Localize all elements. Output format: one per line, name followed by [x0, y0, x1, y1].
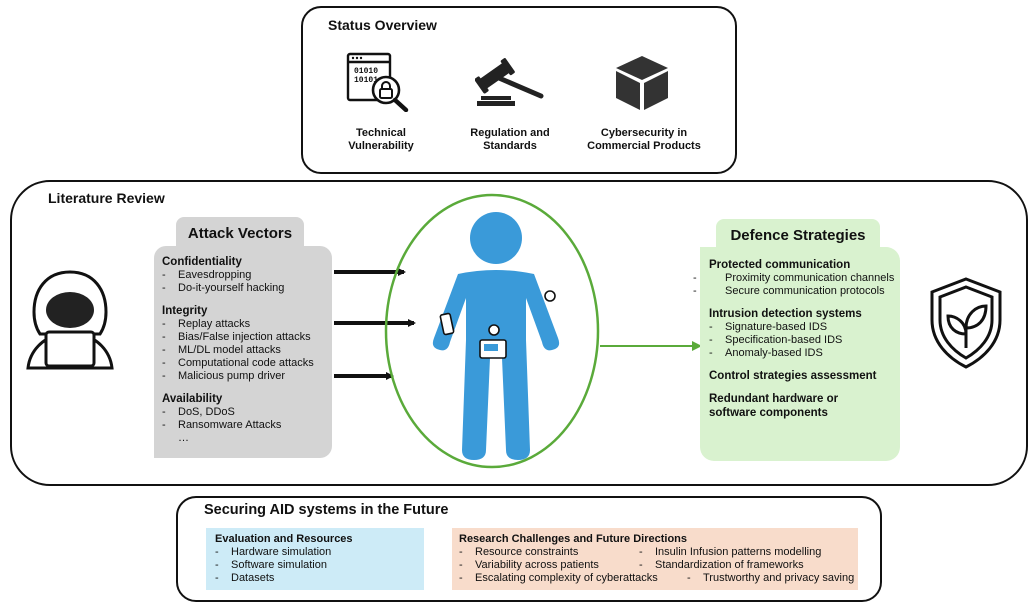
glucose-sensor-icon	[544, 290, 556, 302]
literature-review-title: Literature Review	[48, 190, 165, 206]
insulin-pump-icon	[479, 324, 507, 359]
attack-vectors-content: Confidentiality Eavesdropping Do-it-your…	[162, 255, 332, 445]
protected-communication-heading: Protected communication	[709, 259, 851, 271]
list-item: Software simulation	[215, 559, 425, 572]
list-item: Proximity communication channels	[709, 272, 899, 285]
research-content: Research Challenges and Future Direction…	[459, 532, 859, 584]
defence-strategies-title: Defence Strategies	[730, 227, 866, 244]
list-item: Anomaly-based IDS	[709, 347, 899, 360]
phone-icon	[439, 312, 455, 336]
redundant-components-heading: Redundant hardware or software component…	[709, 393, 839, 419]
research-col2-last: Trustworthy and privacy saving	[687, 572, 867, 585]
hacker-icon	[26, 270, 114, 370]
research-heading: Research Challenges and Future Direction…	[459, 533, 688, 545]
protected-communication-list: Proximity communication channels Secure …	[709, 272, 899, 298]
list-item: Malicious pump driver	[162, 370, 332, 383]
research-col1: Resource constraints Variability across …	[459, 546, 679, 585]
status-overview-title: Status Overview	[328, 17, 437, 33]
availability-heading: Availability	[162, 393, 223, 405]
future-title: Securing AID systems in the Future	[204, 502, 449, 518]
svg-text:01010: 01010	[354, 67, 378, 76]
integrity-heading: Integrity	[162, 305, 208, 317]
list-item: Trustworthy and privacy saving	[687, 572, 867, 585]
list-item: Resource constraints	[459, 546, 679, 559]
list-item: Standardization of frameworks	[639, 559, 859, 572]
ellipsis-text: …	[178, 432, 189, 444]
list-item: Ransomware Attacks	[162, 419, 332, 432]
defence-strategies-tab	[716, 219, 880, 253]
evaluation-list: Hardware simulation Software simulation …	[215, 546, 425, 585]
evaluation-content: Evaluation and Resources Hardware simula…	[215, 532, 425, 585]
confidentiality-heading: Confidentiality	[162, 256, 242, 268]
vulnerability-scan-icon: 01010 10101	[346, 52, 409, 112]
list-item: Variability across patients	[459, 559, 679, 572]
list-item: Insulin Infusion patterns modelling	[639, 546, 859, 559]
attack-vectors-tab	[176, 217, 304, 251]
patient-circle	[384, 193, 600, 469]
confidentiality-list: Eavesdropping Do-it-yourself hacking	[162, 269, 332, 295]
list-item: Secure communication protocols	[709, 285, 899, 298]
defence-strategies-content: Protected communication Proximity commun…	[709, 258, 899, 420]
availability-list: DoS, DDoS Ransomware Attacks …	[162, 406, 332, 445]
cube-icon	[616, 56, 668, 110]
attack-vectors-title: Attack Vectors	[187, 225, 293, 242]
patient-with-devices-icon	[432, 212, 560, 460]
list-item: Eavesdropping	[162, 269, 332, 282]
intrusion-detection-list: Signature-based IDS Specification-based …	[709, 321, 899, 360]
center-diagram	[334, 193, 702, 469]
list-item: Computational code attacks	[162, 357, 332, 370]
list-item: Specification-based IDS	[709, 334, 899, 347]
integrity-list: Replay attacks Bias/False injection atta…	[162, 318, 332, 383]
list-item: Bias/False injection attacks	[162, 331, 332, 344]
list-item: Do-it-yourself hacking	[162, 282, 332, 295]
list-item: Signature-based IDS	[709, 321, 899, 334]
list-item: Escalating complexity of cyberattacks	[459, 572, 679, 585]
list-item: Datasets	[215, 572, 425, 585]
svg-text:10101: 10101	[354, 76, 378, 85]
control-strategies-heading: Control strategies assessment	[709, 370, 877, 382]
list-item: ML/DL model attacks	[162, 344, 332, 357]
intrusion-detection-heading: Intrusion detection systems	[709, 308, 862, 320]
shield-leaf-icon	[930, 277, 1002, 369]
evaluation-heading: Evaluation and Resources	[215, 533, 353, 545]
list-item: Hardware simulation	[215, 546, 425, 559]
research-col2: Insulin Infusion patterns modelling Stan…	[639, 546, 859, 572]
gavel-icon	[475, 58, 544, 106]
list-item: DoS, DDoS	[162, 406, 332, 419]
list-item: Replay attacks	[162, 318, 332, 331]
